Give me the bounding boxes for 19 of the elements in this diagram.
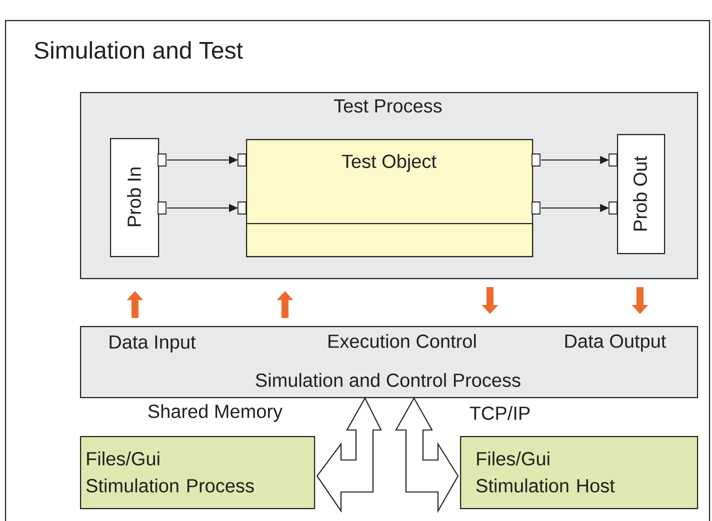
node-label: Data Output <box>565 334 666 352</box>
stimulation-box <box>460 436 698 510</box>
probe-box <box>110 138 160 258</box>
title: Simulation and Test <box>34 41 243 59</box>
node-label: Data Input <box>110 336 196 352</box>
edge-label: Shared Memory <box>146 403 284 423</box>
node-label: Files/Gui Stimulation Host <box>476 452 615 492</box>
process-box <box>80 326 698 398</box>
probe-box <box>617 134 666 254</box>
edge-label: TCP/IP <box>468 405 532 421</box>
node-label: Execution Control <box>328 334 476 348</box>
node-label: Test Object <box>342 154 436 172</box>
node-label: Files/Gui Stimulation Process <box>86 452 254 492</box>
node-label: Prob Out <box>633 156 647 230</box>
node-label: Prob In <box>127 168 141 226</box>
stimulation-box <box>80 436 316 510</box>
node-label: Simulation and Control Process <box>256 373 520 387</box>
node-label: Test Process <box>334 99 442 113</box>
os-box <box>246 223 534 258</box>
